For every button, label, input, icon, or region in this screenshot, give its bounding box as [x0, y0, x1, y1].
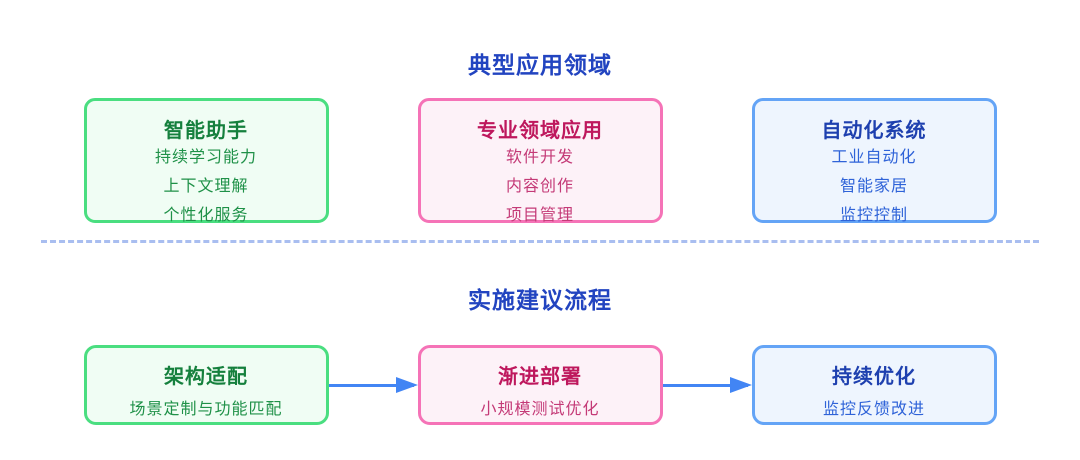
card-item: 工业自动化: [831, 149, 917, 166]
step-subtitle: 场景定制与功能匹配: [129, 401, 283, 418]
card-item: 持续学习能力: [154, 149, 257, 166]
section-applications-title: 典型应用领域: [468, 52, 612, 78]
dashed-divider: [41, 240, 1039, 243]
step-gradual-deployment-title: 渐进部署: [498, 366, 582, 388]
section-applications: 典型应用领域 智能助手 持续学习能力 上下文理解 个性化服务 专业领域应用 软件…: [0, 0, 1080, 224]
section-implementation-flow: 实施建议流程 架构适配 场景定制与功能匹配 渐进部署 小规模测试优化 持续优化 …: [0, 243, 1080, 425]
section-implementation-flow-title: 实施建议流程: [468, 287, 612, 313]
card-item: 个性化服务: [163, 207, 249, 224]
flow-arrow-right-icon: [662, 377, 752, 393]
card-item: 内容创作: [505, 178, 574, 195]
arrow-shaft: [662, 383, 748, 387]
application-cards-row: 智能助手 持续学习能力 上下文理解 个性化服务 专业领域应用 软件开发 内容创作…: [0, 98, 1080, 224]
step-subtitle: 小规模测试优化: [480, 401, 600, 418]
step-continuous-optimization-title: 持续优化: [832, 366, 916, 388]
step-gradual-deployment: 渐进部署 小规模测试优化: [417, 345, 663, 425]
card-smart-assistant-title: 智能助手: [164, 120, 248, 142]
step-architecture-adaptation-title: 架构适配: [164, 366, 248, 388]
step-continuous-optimization: 持续优化 监控反馈改进: [751, 345, 997, 425]
arrow-shaft: [328, 383, 414, 387]
card-item: 智能家居: [839, 178, 908, 195]
card-item: 软件开发: [505, 149, 574, 166]
flow-arrow-right-icon: [328, 377, 418, 393]
arrow-head: [729, 377, 752, 393]
flow-steps-row: 架构适配 场景定制与功能匹配 渐进部署 小规模测试优化 持续优化 监控反馈改进: [0, 345, 1080, 425]
card-automation-system: 自动化系统 工业自动化 智能家居 监控控制: [751, 98, 997, 224]
arrow-head: [395, 377, 418, 393]
card-professional-domain: 专业领域应用 软件开发 内容创作 项目管理: [417, 98, 663, 224]
card-item: 上下文理解: [163, 178, 249, 195]
card-smart-assistant: 智能助手 持续学习能力 上下文理解 个性化服务: [83, 98, 329, 224]
card-professional-domain-title: 专业领域应用: [477, 120, 603, 142]
card-item: 监控控制: [839, 207, 908, 224]
step-architecture-adaptation: 架构适配 场景定制与功能匹配: [83, 345, 329, 425]
step-subtitle: 监控反馈改进: [822, 401, 925, 418]
card-item: 项目管理: [505, 207, 574, 224]
card-automation-system-title: 自动化系统: [821, 120, 927, 142]
